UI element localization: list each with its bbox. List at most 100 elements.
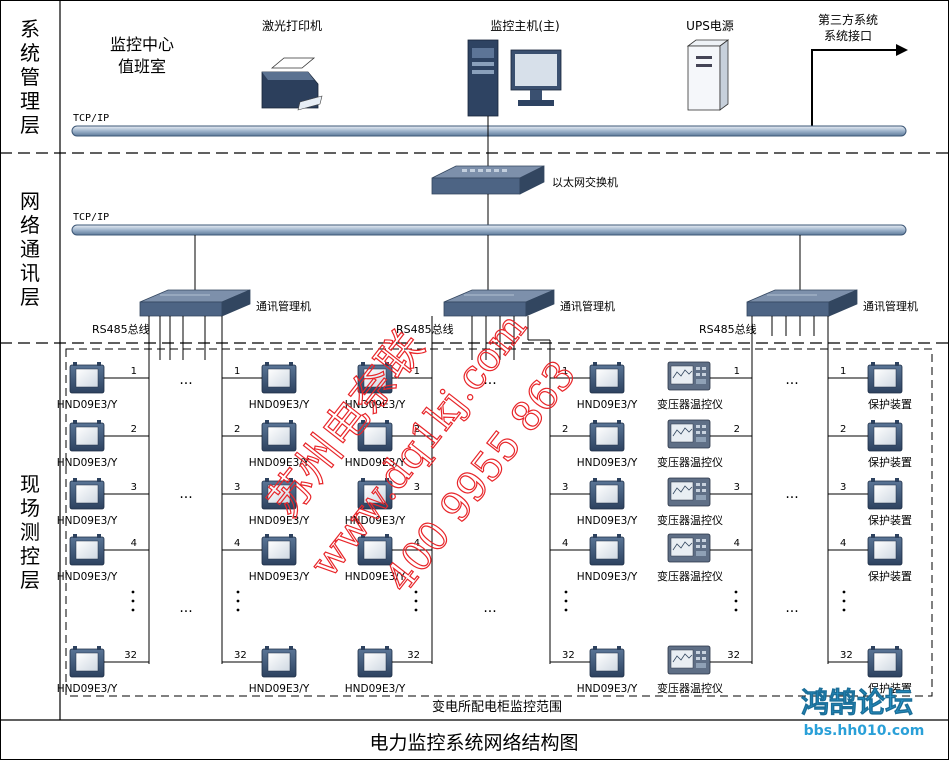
row-number: 4	[562, 538, 568, 549]
hnd09e3-meter-icon	[69, 361, 105, 394]
protection-device-icon	[867, 419, 903, 452]
device-label-hnd09e3: HND09E3/Y	[57, 683, 118, 695]
device-label-hnd09e3: HND09E3/Y	[345, 571, 406, 583]
gateway-icon	[139, 289, 251, 317]
hnd09e3-meter-icon	[357, 645, 393, 678]
ethernet-switch-icon	[431, 165, 545, 195]
device-label-hnd09e3: HND09E3/Y	[249, 399, 310, 411]
vertical-ellipsis-dot	[236, 608, 240, 612]
vertical-ellipsis-dot	[414, 608, 418, 612]
layer-label-char: 层	[20, 568, 40, 592]
vertical-ellipsis-dot	[842, 590, 846, 594]
row-number: 4	[131, 538, 137, 549]
device-label-hnd09e3: HND09E3/Y	[577, 571, 638, 583]
device-label-hnd09e3: HND09E3/Y	[57, 399, 118, 411]
layer-label-char: 层	[20, 113, 40, 137]
monitoring-scope-boundary	[65, 348, 933, 697]
row-number: 3	[131, 482, 137, 493]
row-number: 2	[840, 424, 846, 435]
device-label-transformer: 变压器温控仪	[657, 681, 723, 695]
transformer-temp-controller-icon	[667, 645, 711, 675]
forum-logo: 鸿鹄论坛 bbs.hh010.com	[801, 686, 925, 739]
row-number: 1	[562, 366, 568, 377]
tcpip-mid-label: TCP/IP	[73, 212, 109, 223]
hnd09e3-meter-icon	[589, 533, 625, 566]
vertical-ellipsis-dot	[734, 608, 738, 612]
hnd09e3-meter-icon	[261, 533, 297, 566]
row-number: 1	[131, 366, 137, 377]
hnd09e3-meter-icon	[69, 419, 105, 452]
layer-label-char: 现	[20, 472, 40, 496]
row-number: 4	[414, 538, 420, 549]
row-number: 1	[734, 366, 740, 377]
device-label-hnd09e3: HND09E3/Y	[577, 457, 638, 469]
horizontal-ellipsis: ...	[179, 600, 192, 616]
row-number: 1	[234, 366, 240, 377]
layer-label-char: 理	[20, 89, 40, 113]
protection-device-icon	[867, 533, 903, 566]
vertical-ellipsis-dot	[414, 599, 418, 603]
host-label: 监控主机(主)	[490, 19, 559, 33]
tcpip-top-label: TCP/IP	[73, 113, 109, 124]
layer-label-char: 统	[20, 41, 40, 65]
row-number: 32	[124, 650, 137, 661]
device-label-hnd09e3: HND09E3/Y	[57, 515, 118, 527]
layer-label-char: 场	[20, 496, 40, 520]
row-number: 4	[234, 538, 240, 549]
layer-label-char: 网	[20, 189, 40, 213]
device-label-hnd09e3: HND09E3/Y	[249, 571, 310, 583]
vertical-ellipsis-dot	[236, 590, 240, 594]
row-number: 4	[734, 538, 740, 549]
hnd09e3-meter-icon	[261, 419, 297, 452]
room-label-line1: 监控中心	[110, 35, 174, 54]
rs485-label: RS485总线	[699, 322, 757, 336]
rs485-label: RS485总线	[396, 322, 454, 336]
horizontal-ellipsis: ...	[483, 372, 496, 388]
device-label-hnd09e3: HND09E3/Y	[249, 515, 310, 527]
device-label-hnd09e3: HND09E3/Y	[57, 457, 118, 469]
device-label-protection: 保护装置	[868, 397, 912, 411]
vertical-ellipsis-dot	[734, 599, 738, 603]
vertical-ellipsis-dot	[842, 608, 846, 612]
transformer-temp-controller-icon	[667, 419, 711, 449]
host-computer-icon	[467, 39, 562, 117]
device-label-hnd09e3: HND09E3/Y	[577, 683, 638, 695]
device-label-transformer: 变压器温控仪	[657, 397, 723, 411]
layer-label-char: 络	[20, 213, 40, 237]
layer-label-char: 讯	[20, 261, 40, 285]
row-number: 2	[414, 424, 420, 435]
hnd09e3-meter-icon	[261, 645, 297, 678]
gateway-icon	[746, 289, 858, 317]
switch-label: 以太网交换机	[552, 175, 618, 189]
hnd09e3-meter-icon	[589, 419, 625, 452]
vertical-ellipsis-dot	[734, 590, 738, 594]
layer-label-char: 系	[20, 17, 40, 41]
protection-device-icon	[867, 645, 903, 678]
rs485-label: RS485总线	[92, 322, 150, 336]
vertical-ellipsis-dot	[564, 590, 568, 594]
device-label-hnd09e3: HND09E3/Y	[577, 515, 638, 527]
row-number: 1	[840, 366, 846, 377]
tcpip-top-bus	[71, 125, 907, 137]
layer-label-char: 层	[20, 285, 40, 309]
ups-icon	[686, 39, 730, 111]
protection-device-icon	[867, 477, 903, 510]
third-party-label-line1: 第三方系统	[818, 12, 878, 27]
row-number: 32	[407, 650, 420, 661]
vertical-ellipsis-dot	[414, 590, 418, 594]
horizontal-ellipsis: ...	[179, 486, 192, 502]
horizontal-ellipsis: ...	[785, 600, 798, 616]
row-number: 2	[562, 424, 568, 435]
row-number: 3	[414, 482, 420, 493]
transformer-temp-controller-icon	[667, 477, 711, 507]
transformer-temp-controller-icon	[667, 361, 711, 391]
horizontal-ellipsis: ...	[179, 372, 192, 388]
device-label-hnd09e3: HND09E3/Y	[57, 571, 118, 583]
row-number: 1	[414, 366, 420, 377]
device-label-hnd09e3: HND09E3/Y	[345, 457, 406, 469]
row-number: 2	[234, 424, 240, 435]
hnd09e3-meter-icon	[69, 645, 105, 678]
